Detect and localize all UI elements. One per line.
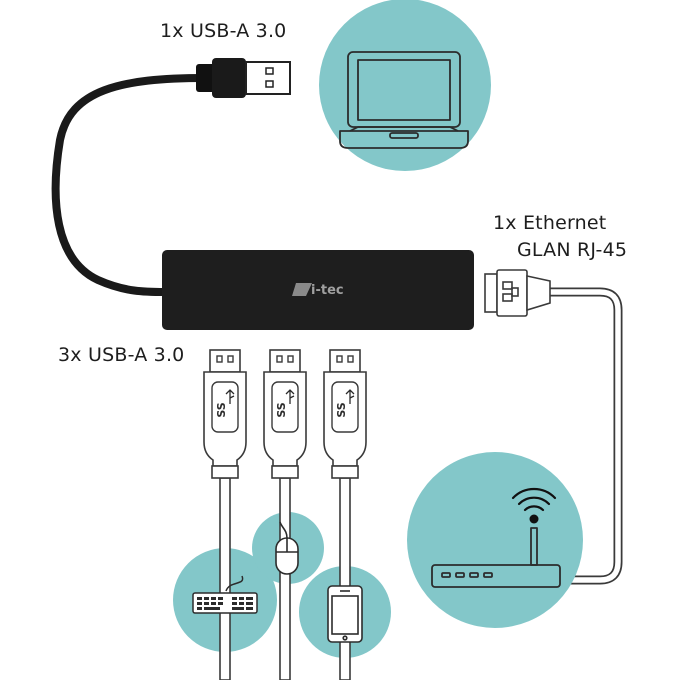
ethernet-label-line1: 1x Ethernet: [493, 212, 607, 234]
mouse-icon: [275, 521, 299, 575]
hub-brand: i-tec: [311, 283, 344, 298]
usb-ports-label: 3x USB-A 3.0: [58, 344, 185, 366]
usb-top-label: 1x USB-A 3.0: [160, 20, 287, 42]
router-icon: [431, 527, 561, 588]
laptop-icon: [339, 51, 469, 149]
ethernet-label-line2: GLAN RJ-45: [517, 239, 628, 261]
usb-a-plug-icon-top: [196, 58, 291, 98]
hub-cable: [51, 74, 209, 296]
laptop-circle: [319, 0, 491, 171]
usb-a-plug-icon-2: SS: [263, 349, 307, 479]
smartphone-icon: [327, 585, 363, 643]
keyboard-icon: [192, 575, 258, 614]
hub-body: [162, 250, 474, 330]
usb-logo-2: SS: [275, 402, 288, 417]
usb-a-plug-icon-3: SS: [323, 349, 367, 479]
usb-a-plug-icon-1: SS: [203, 349, 247, 479]
router-circle: [407, 452, 583, 628]
usb-logo-1: SS: [215, 402, 228, 417]
rj45-plug-icon: [484, 269, 551, 317]
usb-logo-3: SS: [335, 402, 348, 417]
wifi-icon: [511, 487, 557, 524]
hub-logo: i-tec: [292, 283, 344, 298]
